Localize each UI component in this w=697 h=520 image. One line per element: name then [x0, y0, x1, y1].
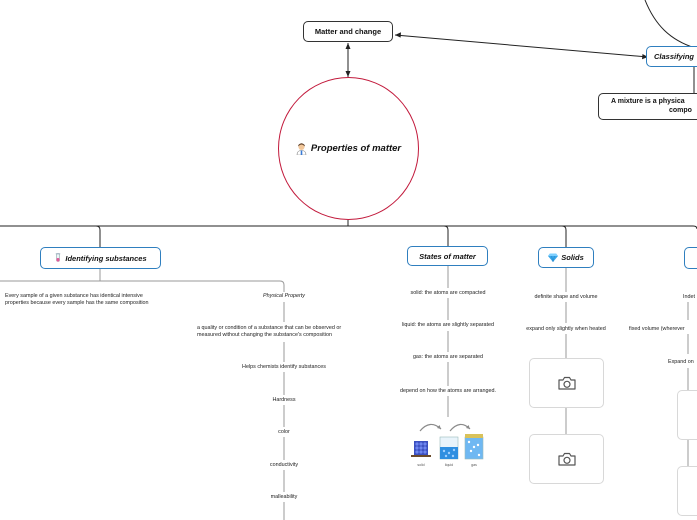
connector-drop-solids	[561, 225, 567, 247]
identifying-substances-label: Identifying substances	[65, 253, 147, 263]
mixture-node[interactable]: A mixture is a physica compo	[598, 93, 697, 120]
liquids-image-placeholder-1[interactable]	[677, 390, 697, 440]
solids-label: Solids	[561, 253, 584, 262]
matter-and-change-node[interactable]: Matter and change	[303, 21, 393, 42]
solids-node[interactable]: Solids	[538, 247, 594, 268]
pp-item-malleability[interactable]: malleability	[270, 494, 298, 500]
state-item-gas[interactable]: gas: the atoms are separated	[412, 354, 484, 360]
caption-gas: gas	[471, 463, 477, 467]
connector-bus	[0, 225, 697, 230]
liquids-item-fixed-volume[interactable]: fixed volume (wherever	[629, 326, 685, 332]
states-illustration-svg: solid liquid gas	[411, 423, 484, 467]
liquids-item-indefinite[interactable]: Indet	[683, 294, 695, 300]
caption-liquid: liquid	[445, 463, 453, 467]
scientist-icon	[296, 142, 307, 155]
arrow-head-left	[395, 32, 401, 38]
arrow-head-right	[642, 54, 648, 60]
solids-item-shape[interactable]: definite shape and volume	[534, 294, 598, 300]
identifying-substances-node[interactable]: Identifying substances	[40, 247, 161, 269]
camera-icon	[557, 452, 576, 466]
states-of-matter-label: States of matter	[419, 251, 476, 261]
caption-solid: solid	[417, 463, 424, 467]
properties-of-matter-label: Properties of matter	[310, 143, 402, 154]
intensive-properties-text: Every sample of a given substance has id…	[5, 293, 195, 307]
liquids-image-placeholder-2[interactable]	[677, 466, 697, 516]
intensive-text-line-1: Every sample of a given substance has id…	[5, 293, 143, 299]
arrow-head-up	[345, 43, 351, 49]
states-illustration: solid liquid gas	[408, 417, 488, 469]
mixture-line-1: A mixture is a physica	[611, 98, 685, 105]
connector-top-curve	[644, 0, 696, 49]
physical-property-definition: a quality or condition of a substance th…	[197, 325, 377, 339]
arrow-head-down	[345, 71, 351, 77]
connector-drop-states	[443, 225, 449, 246]
solids-image-placeholder-1[interactable]	[529, 358, 604, 408]
camera-icon	[557, 376, 576, 390]
intensive-text-line-2: properties because every sample has the …	[5, 299, 149, 306]
pp-item-hardness[interactable]: Hardness	[272, 397, 296, 403]
definition-line-1: a quality or condition of a substance th…	[197, 325, 342, 331]
connector-title-classifying	[394, 34, 649, 58]
connector-identifying-bar	[0, 280, 285, 292]
classifying-label: Classifying	[654, 52, 695, 61]
liquids-node-edge[interactable]	[684, 247, 697, 269]
solids-image-placeholder-2[interactable]	[529, 434, 604, 484]
state-item-arranged[interactable]: depend on how the atoms are arranged.	[400, 388, 496, 394]
liquids-item-expand[interactable]: Expand on	[668, 359, 694, 365]
state-item-liquid[interactable]: liquid: the atoms are slightly separated	[402, 322, 494, 328]
solids-item-expand[interactable]: expand only slightly when heated	[526, 326, 606, 332]
connector-drop-identifying	[95, 225, 101, 247]
pp-item-conductivity[interactable]: conductivity	[269, 462, 299, 468]
gem-icon	[548, 253, 559, 262]
pp-item-color[interactable]: color	[278, 429, 290, 435]
classifying-node[interactable]: Classifying	[646, 46, 697, 67]
state-item-solid[interactable]: solid: the atoms are compacted	[410, 290, 486, 296]
matter-and-change-label: Matter and change	[314, 27, 382, 36]
mixture-line-2: compo	[669, 106, 692, 114]
test-tube-icon	[54, 253, 62, 263]
physical-property-label[interactable]: Physical Property	[263, 293, 305, 299]
properties-of-matter-node[interactable]: Properties of matter	[278, 77, 419, 220]
definition-line-2: measured without changing the substance'…	[197, 331, 332, 338]
pp-item-identify[interactable]: Helps chemists identify substances	[242, 364, 326, 370]
states-of-matter-node[interactable]: States of matter	[407, 246, 488, 266]
